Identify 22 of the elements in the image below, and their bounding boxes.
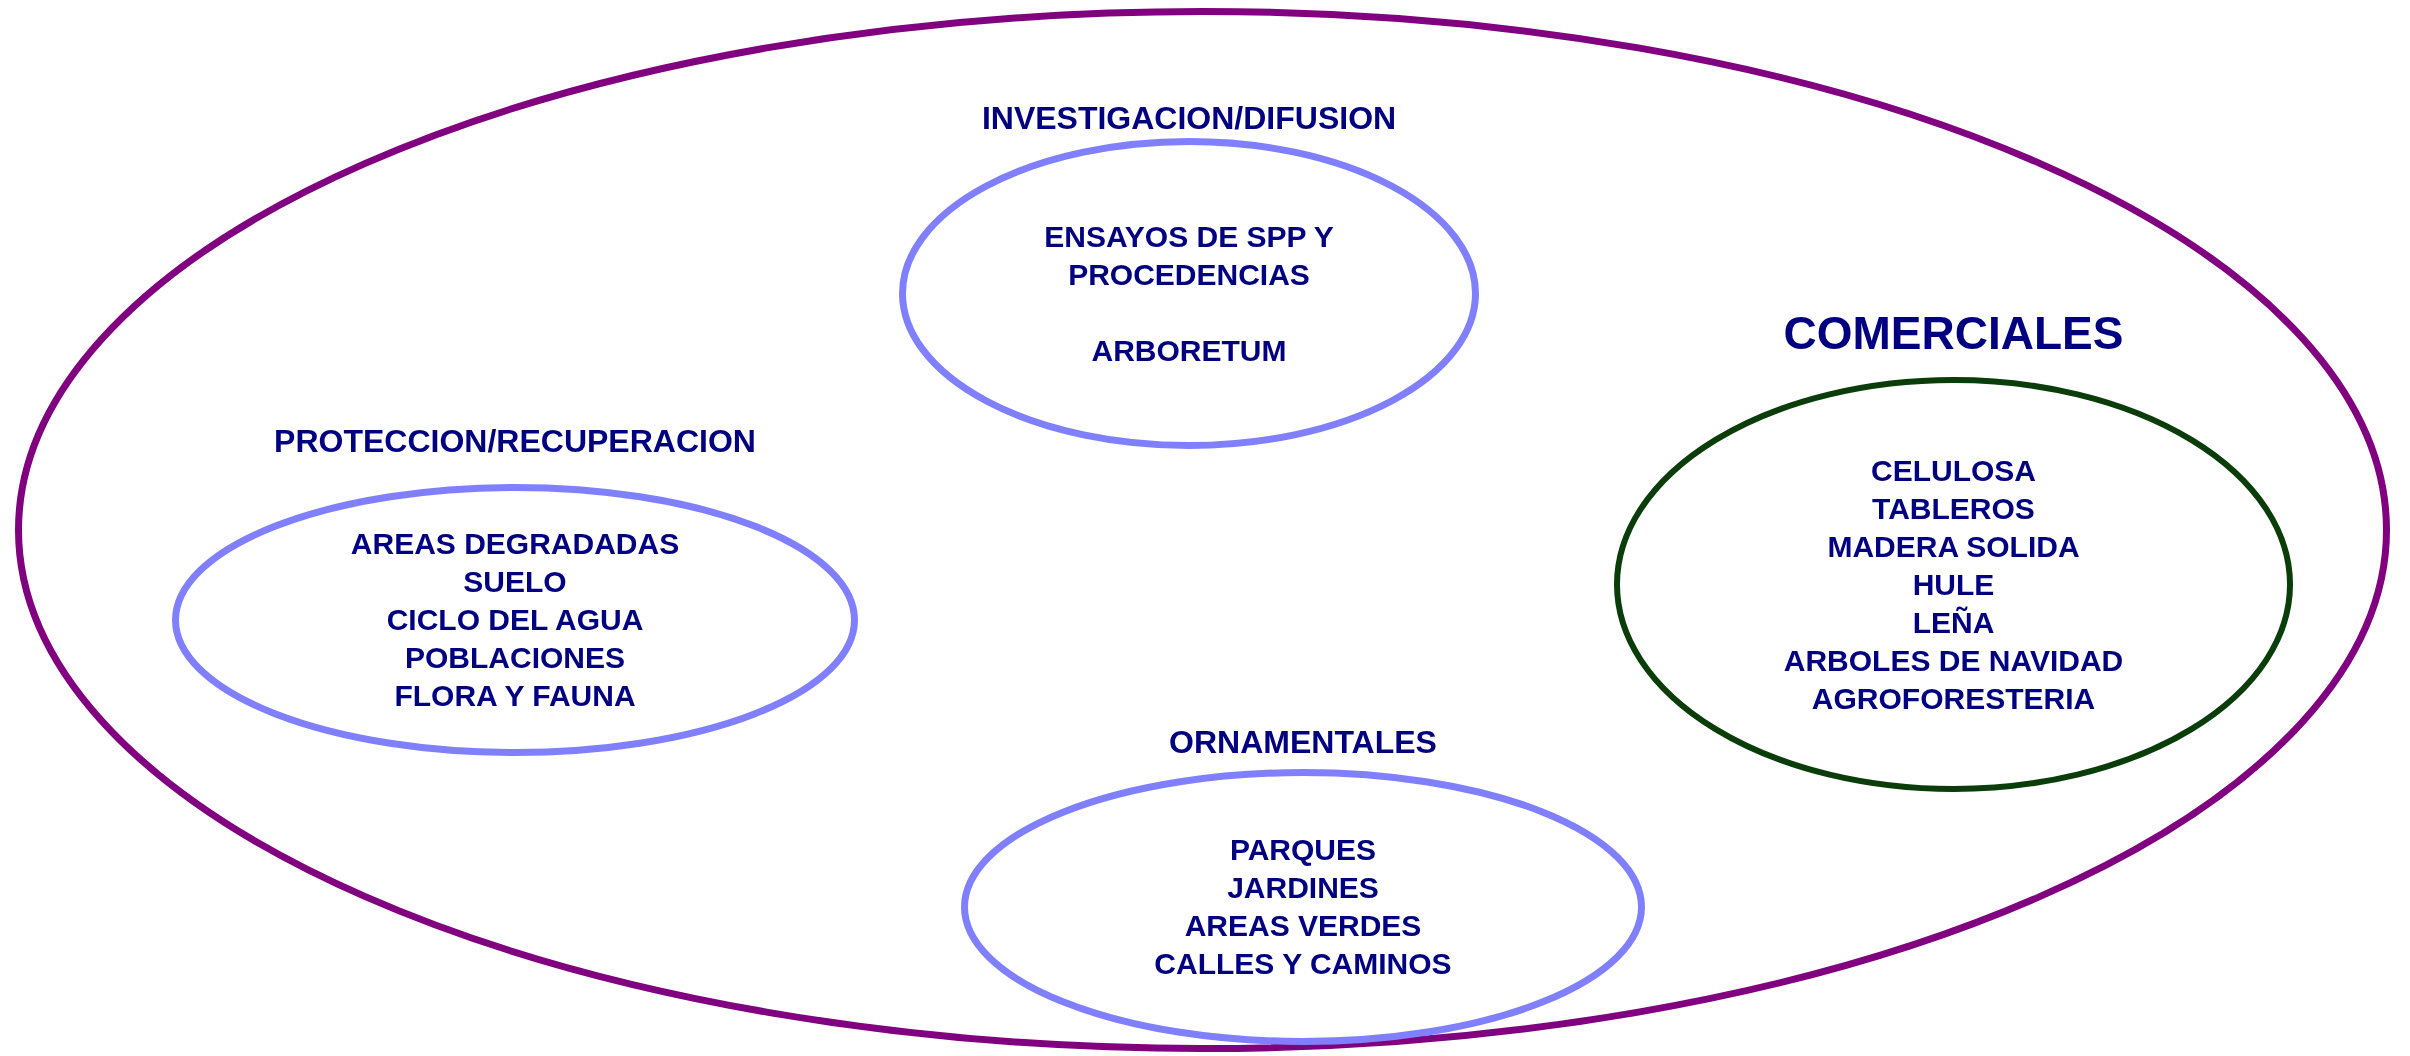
group-heading: ORNAMENTALES <box>1169 722 1437 762</box>
list-item: JARDINES <box>1227 870 1379 906</box>
list-item: MADERA SOLIDA <box>1827 528 2080 565</box>
list-item: ENSAYOS DE SPP Y PROCEDENCIAS <box>1043 218 1335 293</box>
list-item: CALLES Y CAMINOS <box>1154 946 1452 982</box>
list-item: POBLACIONES <box>405 640 625 676</box>
list-item: AREAS DEGRADADAS <box>350 526 680 562</box>
group-heading: INVESTIGACION/DIFUSION <box>981 98 1397 138</box>
group-heading: PROTECCION/RECUPERACION <box>274 421 756 461</box>
list-item: CELULOSA <box>1871 452 2036 489</box>
list-item: ARBOLES DE NAVIDAD <box>1783 642 2124 679</box>
list-item: HULE <box>1912 566 1995 603</box>
list-item: CICLO DEL AGUA <box>386 602 644 638</box>
group-heading: COMERCIALES <box>1783 306 2124 362</box>
list-item: ARBORETUM <box>1091 332 1287 369</box>
list-item: PARQUES <box>1229 832 1377 868</box>
list-item: AREAS VERDES <box>1184 908 1422 944</box>
list-item: FLORA Y FAUNA <box>394 678 636 714</box>
list-item: SUELO <box>463 564 567 600</box>
list-item: LEÑA <box>1912 604 1995 641</box>
list-item: AGROFORESTERIA <box>1811 680 2096 717</box>
list-item: TABLEROS <box>1872 490 2035 527</box>
